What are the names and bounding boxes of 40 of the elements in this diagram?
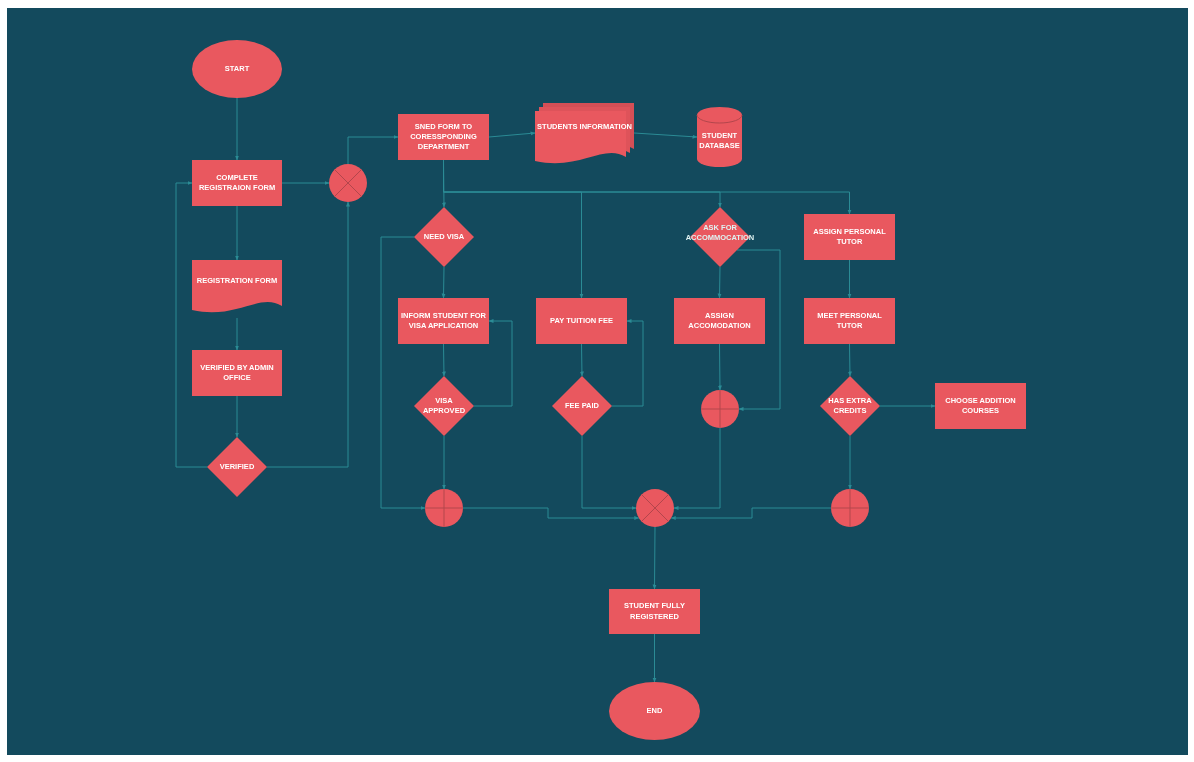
arrow xyxy=(670,507,832,520)
process-box xyxy=(192,160,282,206)
arrow xyxy=(462,507,640,520)
arrow xyxy=(442,435,446,490)
arrow xyxy=(441,266,446,299)
arrow xyxy=(473,319,513,407)
process-box xyxy=(398,114,489,160)
arrow xyxy=(717,343,722,391)
arrow xyxy=(652,526,657,590)
arrow xyxy=(847,259,852,299)
arrow xyxy=(581,435,637,510)
process-box xyxy=(804,214,895,260)
arrow xyxy=(848,435,852,490)
process-box xyxy=(609,589,700,634)
arrow xyxy=(175,181,208,468)
arrow xyxy=(652,633,657,683)
arrow xyxy=(611,319,644,407)
arrow xyxy=(380,236,426,510)
arrow xyxy=(579,343,584,377)
arrow xyxy=(717,266,722,299)
arrow xyxy=(673,427,721,510)
arrow xyxy=(347,135,399,165)
process-box xyxy=(935,383,1026,429)
arrow xyxy=(235,205,239,261)
process-box xyxy=(398,298,489,344)
arrow xyxy=(847,343,852,377)
process-box xyxy=(192,350,282,396)
arrow xyxy=(235,317,239,351)
arrow xyxy=(235,97,239,161)
arrow xyxy=(633,132,698,139)
arrow xyxy=(266,201,350,468)
process-box xyxy=(674,298,765,344)
arrow xyxy=(736,249,781,411)
arrow xyxy=(488,131,536,138)
process-box xyxy=(536,298,627,344)
process-box xyxy=(804,298,895,344)
arrow xyxy=(441,343,446,377)
arrow xyxy=(879,404,936,408)
arrow xyxy=(281,181,330,185)
arrow xyxy=(235,395,239,438)
